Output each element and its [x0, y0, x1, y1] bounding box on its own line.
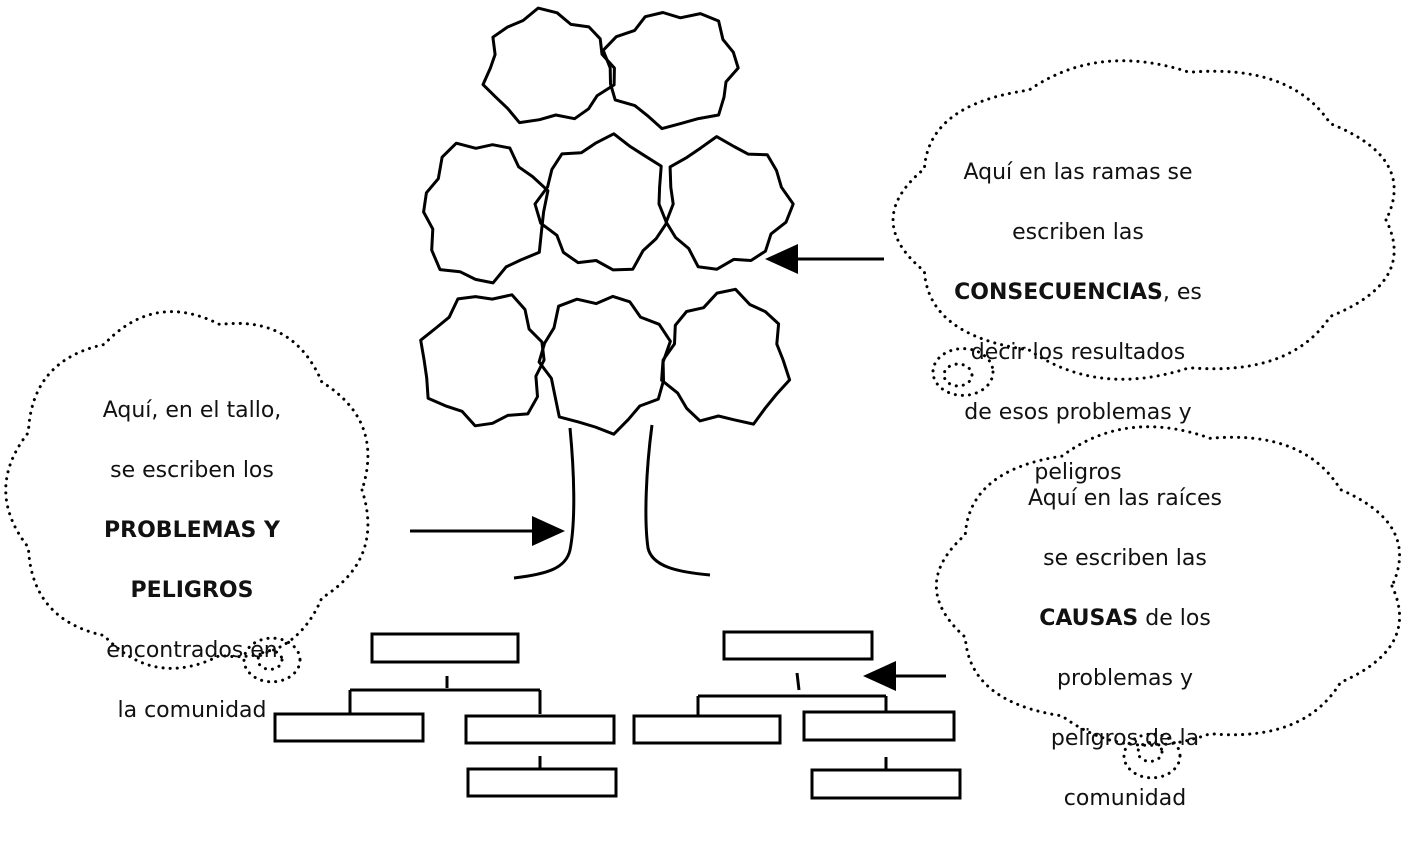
cloud-consequences-bubble-large — [931, 347, 995, 397]
problems-line-6: la comunidad — [117, 698, 267, 723]
problems-line-4: PELIGROS — [62, 576, 322, 606]
tree-trunk — [513, 424, 711, 580]
roots-left — [273, 632, 618, 798]
problems-keyword-2: PELIGROS — [130, 578, 254, 603]
causes-line-3: CAUSAS de los — [1000, 604, 1250, 634]
root-box-right-mid-right — [802, 710, 956, 742]
root-box-left-mid-right — [464, 714, 616, 745]
trunk-right-line — [644, 424, 711, 577]
leaf-shape — [419, 293, 546, 428]
consequences-line-2: escriben las — [1012, 220, 1144, 245]
cloud-problems-bubble-large — [242, 636, 302, 684]
consequences-line-3-tail: , es — [1162, 280, 1202, 305]
consequences-line-6: peligros — [1034, 460, 1122, 485]
leaf-shape — [481, 6, 616, 125]
causes-line-2: se escriben las — [1043, 546, 1207, 571]
consequences-keyword: CONSECUENCIAS — [954, 280, 1163, 305]
root-box-right-top — [722, 630, 874, 661]
causes-line-5: peligros de la — [1050, 726, 1200, 751]
root-box-right-mid-left — [632, 714, 782, 745]
root-box-right-bottom — [810, 768, 962, 800]
callout-consequences: Aquí en las ramas se escriben las CONSEC… — [928, 128, 1228, 518]
cloud-problems-bubble-small — [256, 649, 284, 671]
leaf-shape — [664, 135, 795, 271]
callout-problems: Aquí, en el tallo, se escriben los PROBL… — [62, 366, 322, 756]
cloud-causes-bubble-small — [1136, 741, 1164, 763]
consequences-line-1: Aquí en las ramas se — [963, 160, 1193, 185]
cloud-problems — [4, 310, 370, 670]
roots-right — [632, 630, 962, 800]
consequences-line-4: decir los resultados — [970, 340, 1186, 365]
root-box-left-bottom — [466, 767, 618, 798]
cloud-causes-bubble-large — [1122, 732, 1182, 780]
causes-line-4: problemas y — [1057, 666, 1193, 691]
trunk-left-line — [513, 427, 576, 580]
leaf-shape — [660, 287, 792, 426]
cloud-consequences — [891, 59, 1396, 381]
problems-line-3: PROBLEMAS Y — [62, 516, 322, 546]
causes-line-1: Aquí en las raíces — [1028, 486, 1222, 511]
leaf-shape — [533, 132, 669, 272]
tree-foliage — [419, 6, 795, 436]
consequences-line-5: de esos problemas y — [964, 400, 1192, 425]
problems-line-5: encontrados en — [106, 638, 278, 663]
cloud-causes — [934, 425, 1402, 747]
consequences-line-3: CONSECUENCIAS, es — [928, 278, 1228, 308]
callout-causes: Aquí en las raíces se escriben las CAUSA… — [1000, 454, 1250, 844]
cloud-consequences-bubble-small — [942, 362, 974, 388]
problems-keyword-1: PROBLEMAS Y — [104, 518, 280, 543]
leaf-shape — [422, 141, 550, 285]
thought-clouds — [4, 59, 1402, 780]
root-box-left-mid-left — [273, 712, 425, 743]
leaf-shape — [537, 294, 672, 436]
problem-tree-diagram — [4, 6, 1402, 800]
problems-line-1: Aquí, en el tallo, — [102, 398, 282, 423]
problems-line-2: se escriben los — [110, 458, 274, 483]
causes-keyword: CAUSAS — [1039, 606, 1139, 631]
causes-line-3-tail: de los — [1138, 606, 1211, 631]
root-box-left-top — [370, 632, 520, 664]
leaf-shape — [601, 11, 740, 131]
arrows — [410, 244, 946, 691]
causes-line-6: comunidad — [1063, 786, 1187, 811]
